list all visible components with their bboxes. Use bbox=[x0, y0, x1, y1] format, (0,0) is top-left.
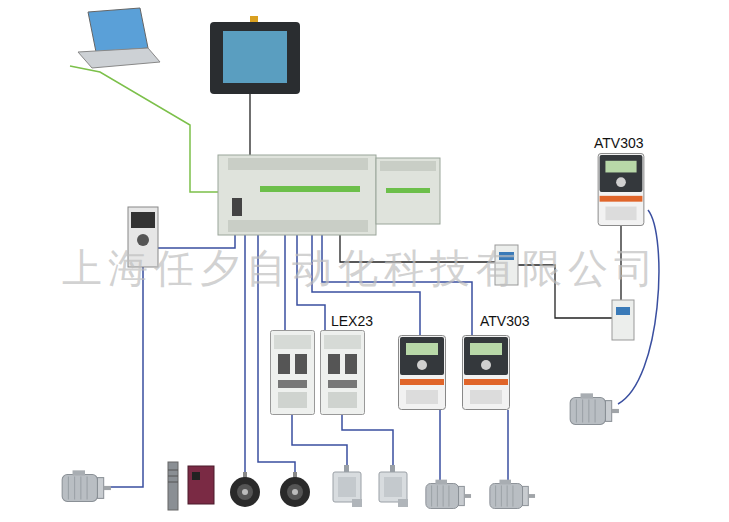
servo-motor bbox=[379, 465, 408, 507]
motor-breaker bbox=[131, 212, 155, 228]
comm-module bbox=[612, 300, 634, 340]
comm-module bbox=[616, 307, 630, 315]
proximity-sensor bbox=[188, 466, 214, 504]
laptop-icon bbox=[78, 48, 160, 68]
device-label: ATV303 bbox=[594, 136, 644, 151]
encoder bbox=[230, 472, 260, 507]
plc-unit bbox=[232, 198, 242, 216]
hmi-panel bbox=[250, 16, 258, 22]
proximity-sensor bbox=[168, 462, 178, 510]
plc-unit bbox=[380, 161, 436, 171]
signal-wire bbox=[342, 415, 393, 465]
servo-drive bbox=[271, 331, 315, 415]
proximity-sensor bbox=[192, 472, 200, 480]
hmi-panel bbox=[210, 16, 300, 94]
servo-motor bbox=[333, 465, 362, 507]
motor-icon bbox=[62, 470, 111, 501]
signal-wire bbox=[292, 415, 347, 465]
servo-drive bbox=[271, 331, 365, 415]
watermark: 上海任夕自动化科技有限公司 bbox=[62, 246, 660, 290]
plc-unit bbox=[228, 158, 368, 170]
plc-unit bbox=[386, 188, 430, 193]
plc-unit bbox=[218, 155, 440, 235]
signal-wire bbox=[110, 267, 143, 487]
inverter bbox=[598, 153, 644, 225]
hmi-panel bbox=[223, 31, 287, 83]
proximity-sensor bbox=[168, 462, 214, 510]
proximity-sensor bbox=[168, 482, 178, 483]
motor-icon bbox=[426, 480, 471, 509]
encoder bbox=[280, 472, 310, 507]
laptop-icon bbox=[78, 8, 160, 68]
laptop-icon bbox=[88, 8, 148, 52]
device-label: LEX23 bbox=[331, 314, 373, 329]
plc-unit bbox=[376, 158, 440, 224]
control-wire bbox=[249, 94, 250, 155]
motor-icon bbox=[490, 480, 535, 509]
inverter bbox=[463, 336, 510, 410]
servo-drive bbox=[321, 331, 365, 415]
motor-breaker bbox=[137, 234, 149, 246]
signal-wire bbox=[507, 410, 509, 480]
proximity-sensor bbox=[168, 470, 178, 471]
signal-wire bbox=[439, 410, 441, 480]
inverter bbox=[399, 336, 446, 410]
motor-icon bbox=[62, 393, 619, 508]
servo-motor bbox=[333, 465, 408, 507]
plc-unit bbox=[218, 155, 376, 235]
plc-unit bbox=[228, 220, 368, 232]
ethernet-wire bbox=[70, 66, 218, 192]
hmi-panel bbox=[210, 22, 300, 94]
device-label: ATV303 bbox=[480, 314, 530, 329]
plc-unit bbox=[260, 186, 360, 192]
encoder bbox=[230, 472, 310, 507]
motor-icon bbox=[570, 393, 619, 424]
ethernet-wire bbox=[70, 66, 218, 192]
proximity-sensor bbox=[168, 476, 178, 477]
